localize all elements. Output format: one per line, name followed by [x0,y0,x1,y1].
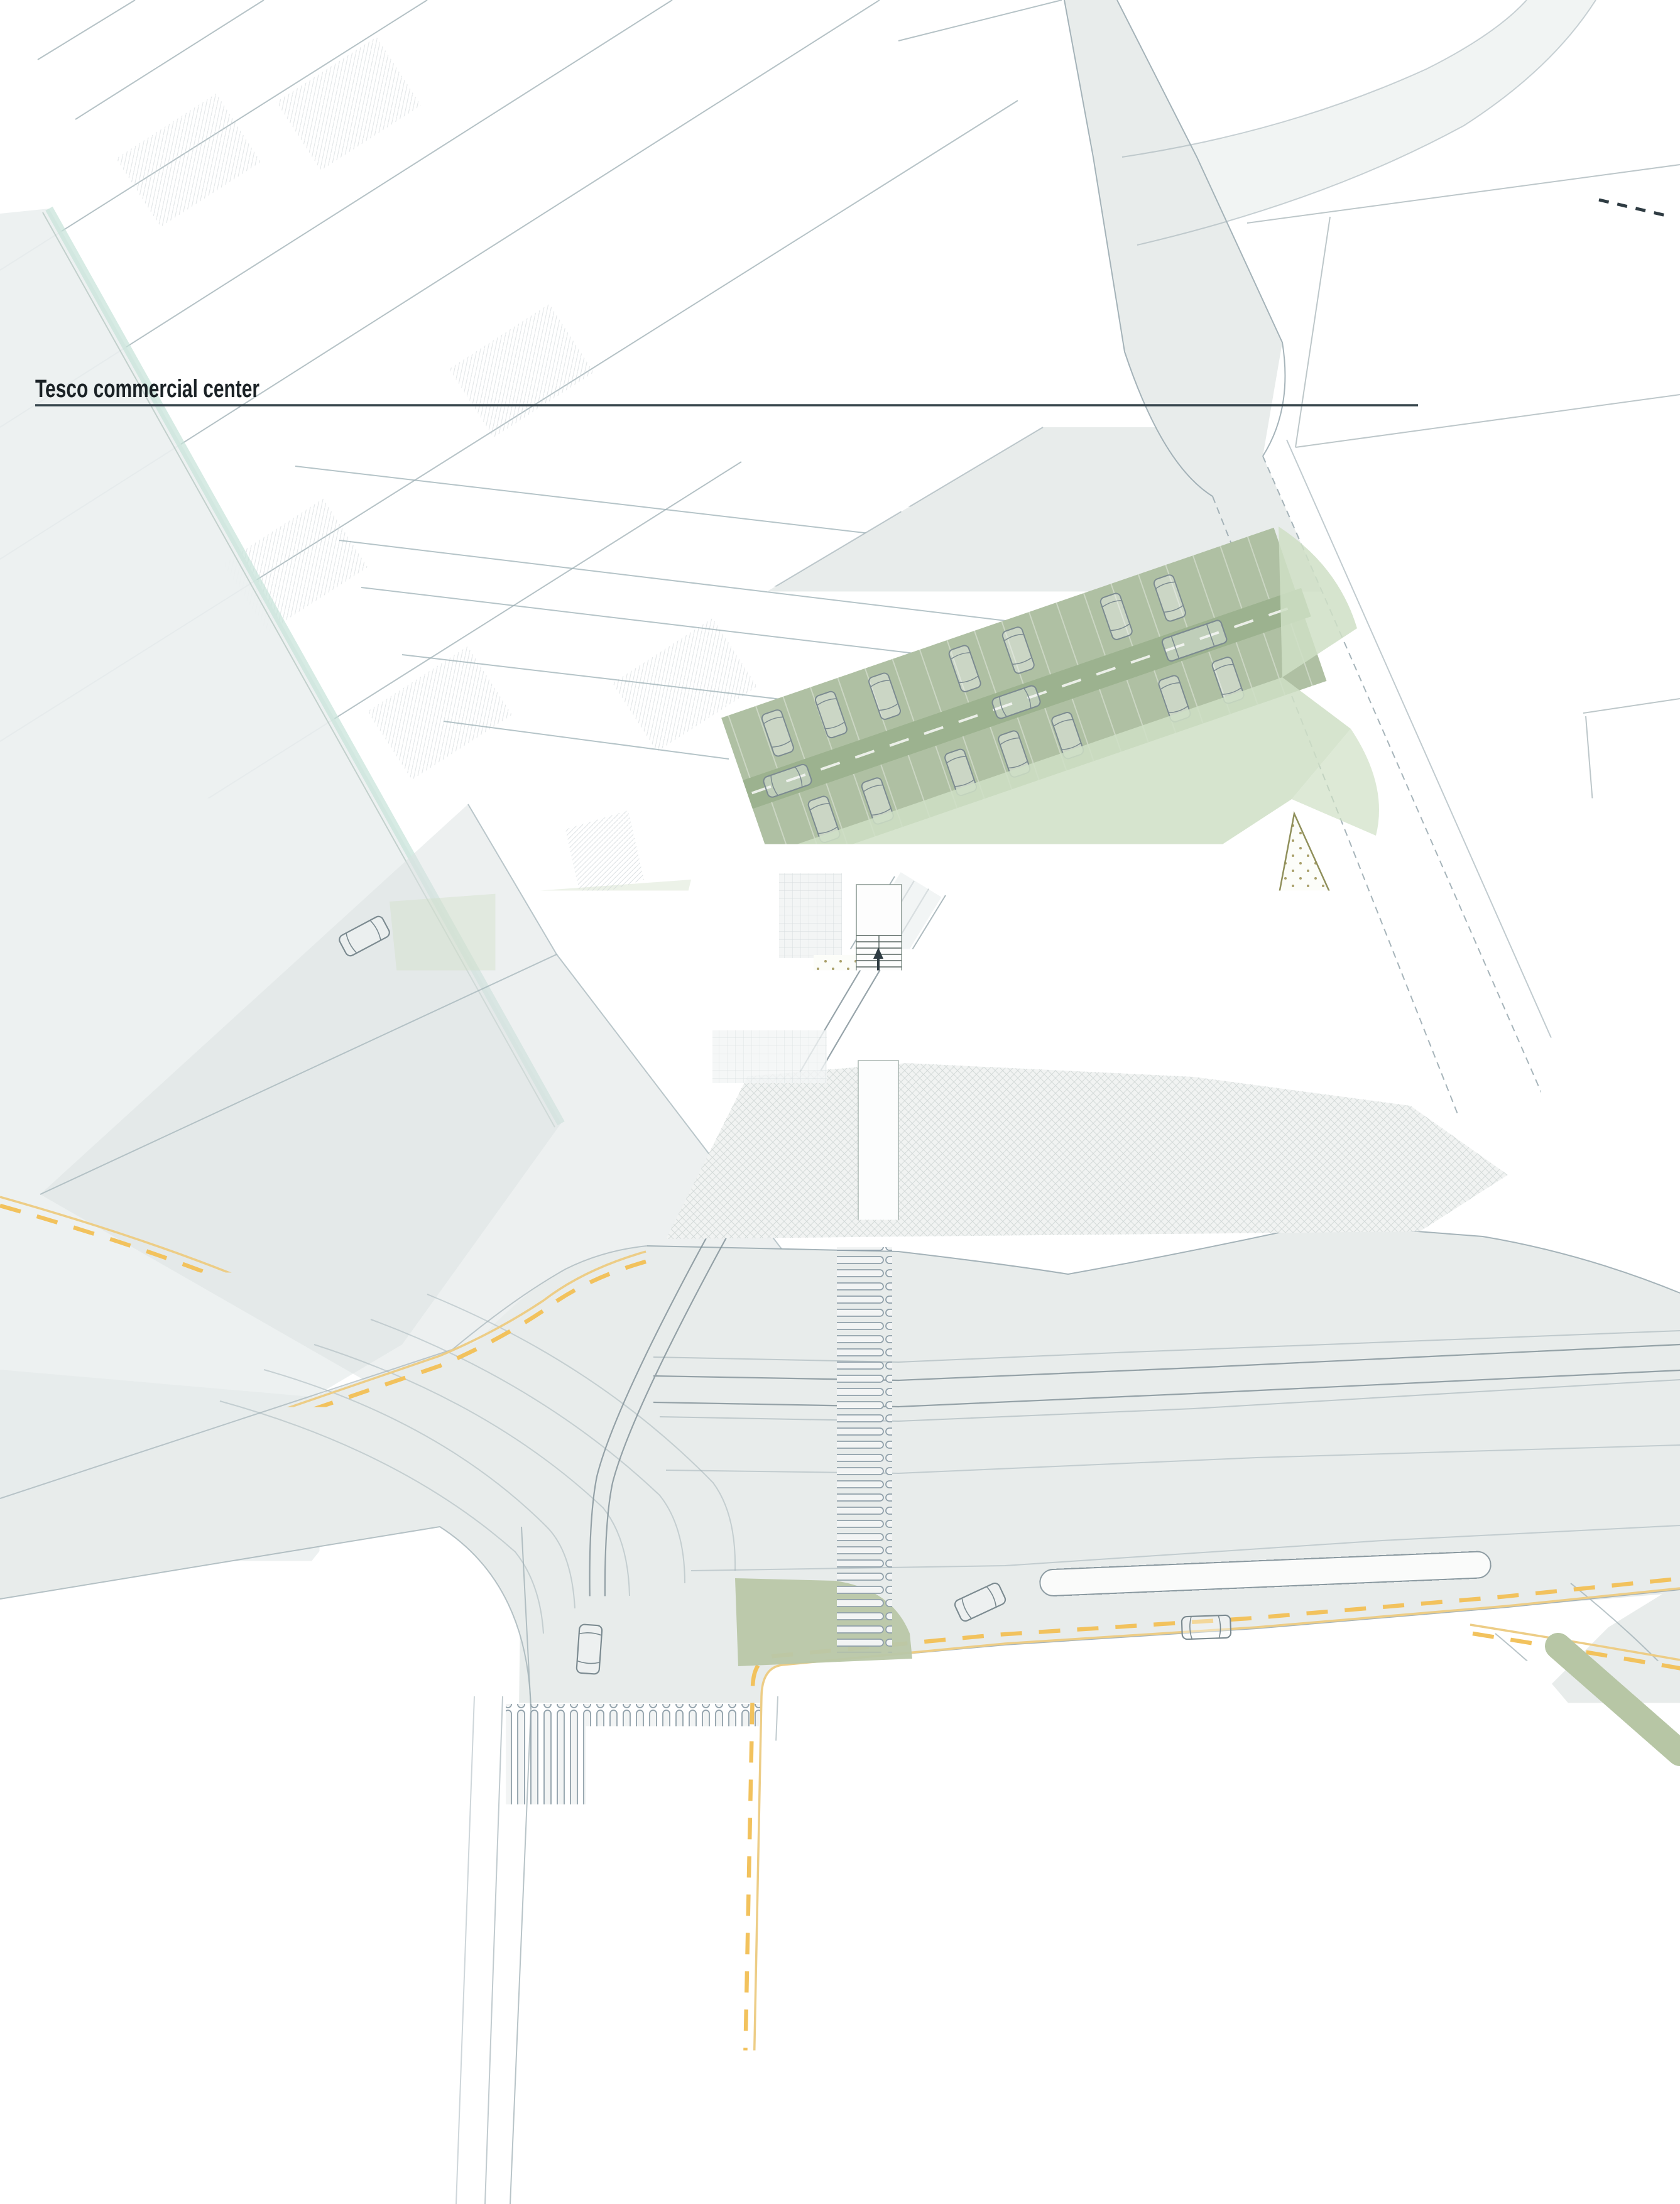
svg-text:Stairway to get to the station: Stairway to get to the station [35,905,290,933]
svg-text:Resting area - hardscape: Resting area - hardscape [35,1010,264,1037]
svg-text:Waiting platform for take a ta: Waiting platform for take a taxi [35,1050,314,1078]
svg-text:Sidewalk paved with cobble sto: Sidewalk paved with cobble stones [35,1904,353,1932]
svg-text:Vehicular stop signal: Vehicular stop signal [35,1308,221,1336]
svg-text:Road circulation only for taxi: Road circulation only for taxi [35,960,291,988]
svg-text:10: 10 [932,2106,956,2130]
svg-text:50: 50 [1427,2106,1451,2130]
svg-text:0: 0 [809,2106,821,2130]
svg-text:Traffic light: Traffic light [35,1264,133,1292]
svg-text:7 m: 7 m [885,902,914,921]
svg-text:Parking Station: Parking Station [35,634,172,662]
svg-text:Public green - softscape: Public green - softscape [35,1115,253,1143]
svg-text:Tram circulation: Tram circulation [35,1567,178,1595]
svg-text:Pedestrian crossing: Pedestrian crossing [35,1346,213,1374]
svg-text:Taxi area with drop off and pa: Taxi area with drop off and parking [35,723,345,751]
svg-text:Tesco commercial center: Tesco commercial center [35,375,259,403]
svg-text:Gap between vehicular road and: Gap between vehicular road and cycle pat… [35,1845,425,1873]
svg-text:(20% slope): (20% slope) [35,849,143,876]
svg-text:Road circulation for parking: Road circulation for parking [35,543,282,571]
svg-text:Cycle path paved with draining: Cycle path paved with draining materials [35,1803,400,1830]
svg-text:0 m: 0 m [929,1131,958,1150]
svg-text:Drop off for taxi circulation: Drop off for taxi circulation [35,1609,272,1637]
svg-text:Topography treated for sitting: Topography treated for sitting area [35,822,346,850]
svg-text:Vehicular road: Vehicular road [35,1505,164,1533]
